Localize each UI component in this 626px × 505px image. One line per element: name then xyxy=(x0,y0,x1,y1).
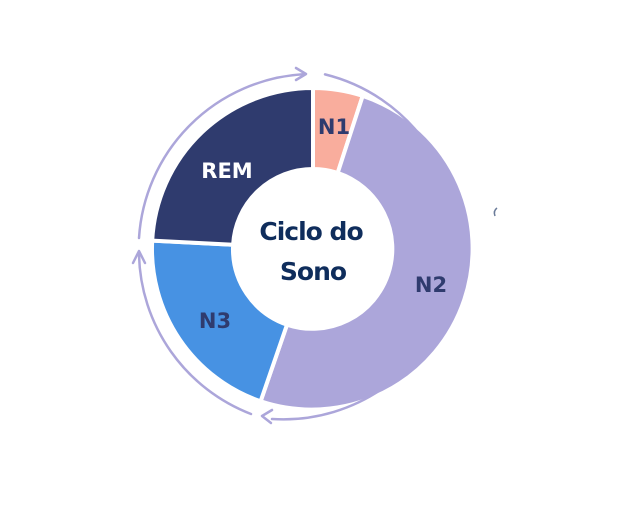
arrowhead-bottom-icon xyxy=(260,408,274,425)
label-n2: N2 xyxy=(415,273,447,297)
label-rem: REM xyxy=(201,159,252,183)
label-n1: N1 xyxy=(318,115,350,139)
center-title-line2: Sono xyxy=(280,257,347,286)
segment-n3 xyxy=(149,238,290,404)
cycle-arc-upper-left xyxy=(137,73,305,240)
donut-segments xyxy=(149,85,475,412)
label-n3: N3 xyxy=(199,309,231,333)
segment-n2 xyxy=(258,93,475,412)
segment-rem xyxy=(150,85,315,247)
cycle-arc-lower-left xyxy=(137,253,253,416)
arrowhead-top-icon xyxy=(294,66,308,82)
cycle-arrows xyxy=(131,66,460,425)
stray-mark xyxy=(493,207,498,217)
cycle-arc-right xyxy=(270,73,460,421)
arrowhead-left-icon xyxy=(131,249,147,265)
center-title-line1: Ciclo do xyxy=(259,217,363,246)
